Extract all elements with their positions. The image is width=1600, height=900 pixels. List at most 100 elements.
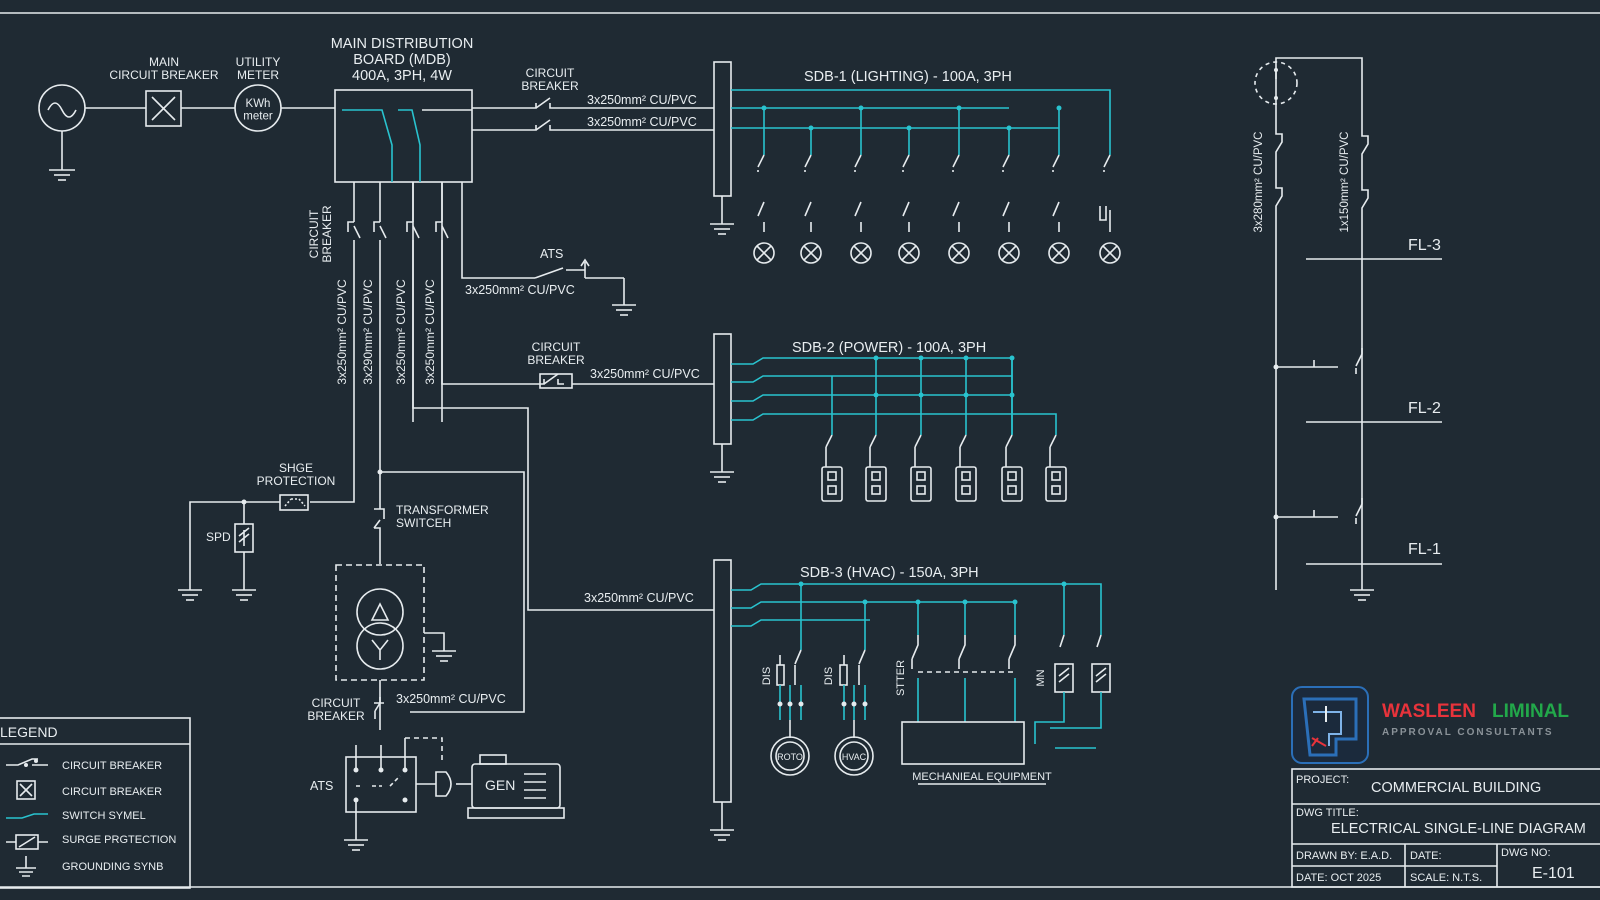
lamp-icon [800, 242, 822, 264]
switch-icon [6, 813, 48, 819]
lamp-icon [1099, 242, 1121, 264]
cable-label-2: 3x250mm² CU/PVC [587, 115, 697, 129]
legend-label-2: CIRCUIT BREAKER [62, 786, 162, 798]
project-label: PROJECT: [1296, 774, 1349, 786]
vertical-cable-label: 3x250mm² CU/PVC [394, 279, 408, 385]
sdb2-title: SDB-2 (POWER) - 100A, 3PH [792, 340, 986, 356]
vertical-cable-label: 3x250mm² CU/PVC [423, 279, 437, 385]
ground-icon [49, 169, 75, 181]
motor-circuit-1: DIS ROTO [761, 649, 810, 776]
sdb1-busbar [713, 61, 732, 197]
lighting-breaker [854, 154, 862, 172]
cable-label-1: 3x250mm² CU/PVC [587, 93, 697, 107]
vertical-cable-label: 3x250mm² CU/PVC [335, 279, 349, 385]
power-breaker-icon [959, 434, 967, 467]
surge-protection-icon [279, 494, 309, 511]
riser-cable-left: 3x280mm² CU/PVC [1253, 132, 1265, 233]
utility-source [38, 84, 146, 181]
legend-item: CIRCUIT BREAKER [6, 758, 162, 772]
scale-value: SCALE: N.T.S. [1410, 872, 1482, 884]
spd-label: SPD [206, 530, 231, 544]
receptacle-icon [821, 466, 843, 502]
lighting-switch [1052, 201, 1060, 232]
legend-label-5: GROUNDING SYNB [62, 861, 163, 873]
lighting-switch [952, 201, 960, 232]
gen-ats-label: ATS [310, 779, 333, 793]
vertical-cable-label: 3x290mm² CU/PVC [361, 279, 375, 385]
sdb2-busbar [713, 333, 732, 445]
motor-label-1: ROTO [777, 752, 803, 762]
ats-cable: 3x250mm² CU/PVC [465, 283, 575, 297]
lamp-icon [898, 242, 920, 264]
date-value: DATE: OCT 2025 [1296, 872, 1381, 884]
lighting-breaker [1002, 154, 1010, 172]
gen-label: GEN [485, 777, 515, 793]
mn-label: MN [1035, 669, 1047, 686]
lighting-switch [1002, 201, 1010, 232]
lamp-icon [948, 242, 970, 264]
lighting-breaker [902, 154, 910, 172]
mn-circuit: MN [1034, 634, 1111, 749]
mdb-outgoing-feeders: CIRCUITBREAKER 3x250mm² CU/PVC 3x290mm² C… [307, 182, 449, 422]
lighting-switch [1099, 206, 1111, 232]
gen-cable: 3x250mm² CU/PVC [396, 692, 506, 706]
transformer-enclosure [335, 564, 425, 681]
lighting-breaker [1103, 154, 1111, 172]
power-breaker-icon [1049, 434, 1057, 467]
lighting-breaker [804, 154, 812, 172]
legend-label-1: CIRCUIT BREAKER [62, 760, 162, 772]
title-block: PROJECT: COMMERCIAL BUILDING DWG TITLE: … [1291, 768, 1600, 888]
feeder-breaker-icon [373, 221, 387, 250]
sdb2-breaker-icon [731, 357, 779, 365]
receptacle-icon [865, 466, 887, 502]
breaker-icon [6, 758, 48, 766]
logo-name-part-1: WASLEEN [1382, 701, 1476, 722]
lighting-breaker [1052, 154, 1060, 172]
sdb3-busbar [713, 559, 732, 803]
lighting-breaker [952, 154, 960, 172]
outgoing-breaker-label: CIRCUITBREAKER [307, 205, 334, 263]
motor-label-2: HVAC [842, 752, 867, 762]
riser-diagram: 3x280mm² CU/PVC 1x150mm² CU/PVC FL-3 FL-… [1253, 57, 1442, 601]
generator-icon: GEN [467, 754, 565, 819]
receptacle-icon [955, 466, 977, 502]
logo-tagline: APPROVAL CONSULTANTS [1382, 727, 1553, 738]
ground-icon [16, 856, 36, 877]
ats-branch: ATS 3x250mm² CU/PVC [461, 182, 636, 316]
receptacle-icon [1045, 466, 1067, 502]
sdb3-hvac-board: 3x250mm² CU/PVC SDB-3 (HVAC) - 150A, 3PH… [412, 182, 1111, 841]
starter-label: STTER [895, 660, 907, 696]
logo-name-part-2: LIMINAL [1492, 701, 1569, 722]
dis-label-2: DIS [823, 667, 835, 685]
sdb2-cable: 3x250mm² CU/PVC [590, 367, 700, 381]
lighting-switch [757, 201, 765, 232]
dwg-no-value: E-101 [1532, 865, 1575, 882]
power-breaker-icon [869, 434, 877, 467]
legend-item: CIRCUIT BREAKER [16, 780, 162, 800]
motor-icon-2 [834, 736, 874, 776]
sdb1-lighting-board: SDB-1 (LIGHTING) - 100A, 3PH [710, 61, 1121, 264]
transformer-primary-icon [356, 588, 404, 636]
breaker-x-icon [16, 780, 36, 800]
sdb1-title: SDB-1 (LIGHTING) - 100A, 3PH [804, 69, 1012, 85]
legend-item: SWITCH SYMEL [6, 810, 146, 822]
date-label: DATE: [1410, 850, 1442, 862]
ats-label: ATS [540, 247, 563, 261]
legend-item: SURGE PRGTECTION [6, 834, 176, 850]
